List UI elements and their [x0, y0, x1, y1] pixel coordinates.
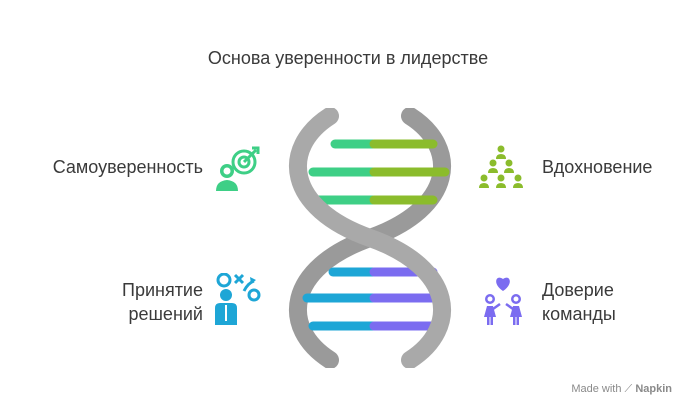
label-self-confidence: Самоуверенность: [52, 157, 203, 177]
label-decision-making: Принятие решений: [20, 278, 203, 326]
watermark-brand: Napkin: [635, 383, 672, 395]
helix-rungs: [302, 139, 450, 331]
person-target-icon: [216, 146, 260, 191]
label-trust-line-1: Доверие: [542, 280, 614, 300]
watermark-prefix: Made with: [571, 383, 622, 395]
napkin-watermark: Made with ⟋ Napkin: [571, 383, 672, 396]
group-pyramid-icon: [479, 145, 523, 188]
label-decision-line-1: Принятие: [122, 280, 203, 300]
label-trust-line-2: команды: [542, 304, 616, 324]
couple-heart-icon: [484, 277, 522, 325]
label-decision-line-2: решений: [128, 304, 203, 324]
dna-helix: [289, 108, 451, 368]
helix-strand-front-path: [289, 108, 451, 368]
person-strategy-icon: [215, 273, 261, 325]
napkin-logo-icon: ⟋: [624, 383, 633, 395]
diagram-title: Основа уверенности в лидерстве: [207, 48, 489, 68]
label-team-trust: Доверие команды: [542, 278, 616, 326]
helix-strand-front: [289, 108, 451, 368]
label-inspiration: Вдохновение: [542, 157, 653, 177]
